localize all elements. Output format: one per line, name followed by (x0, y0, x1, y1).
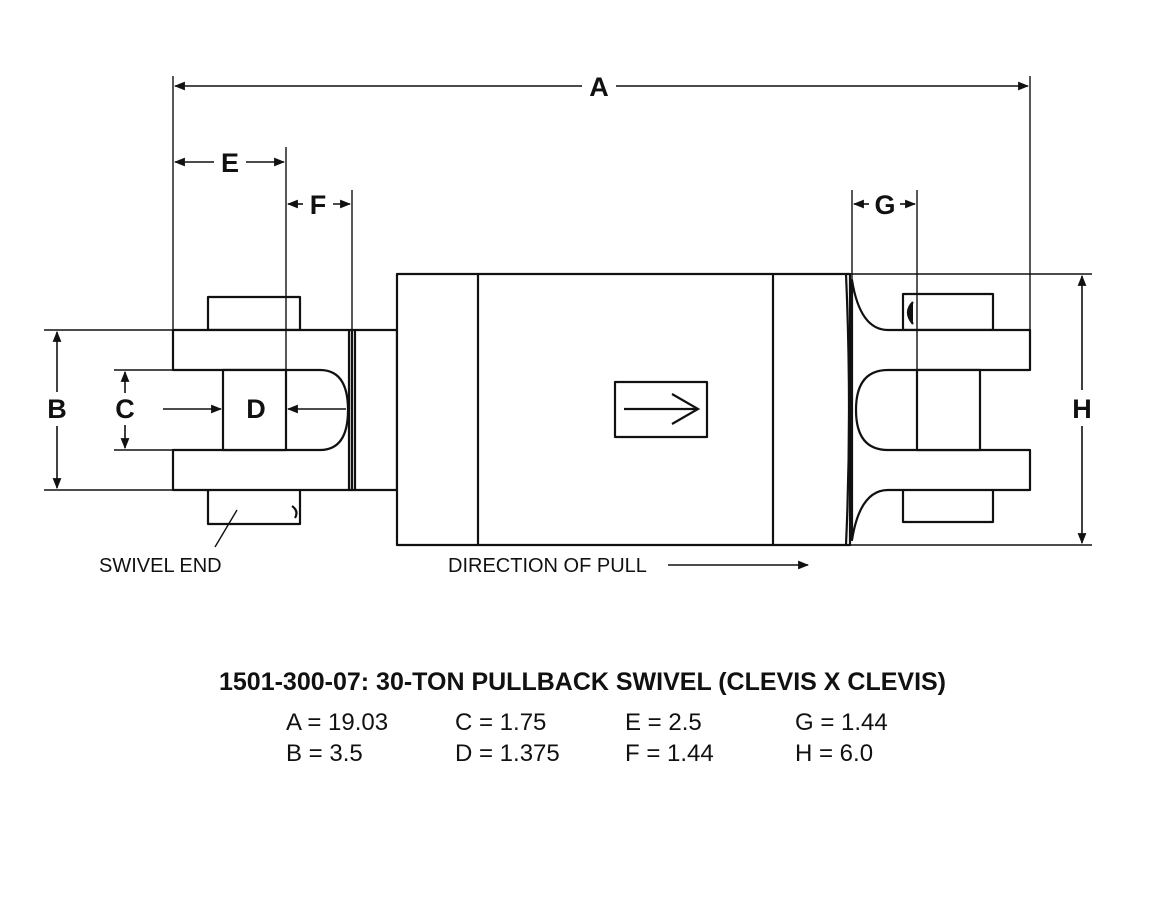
direction-of-pull-callout: DIRECTION OF PULL (448, 555, 647, 577)
spec-a: A = 19.03 (286, 709, 389, 736)
dim-label-c: C (115, 394, 135, 424)
dim-label-e: E (221, 148, 239, 178)
spec-d: D = 1.375 (455, 740, 560, 767)
dim-label-g: G (874, 190, 895, 220)
spec-g: G = 1.44 (795, 709, 888, 736)
part-title: 1501-300-07: 30-TON PULLBACK SWIVEL (CLE… (218, 668, 947, 696)
swivel-body (395, 272, 852, 547)
right-clevis (850, 278, 1032, 542)
right-pin-body (915, 368, 982, 452)
spec-c: C = 1.75 (455, 709, 547, 736)
dim-label-d: D (246, 394, 266, 424)
dim-label-f: F (310, 190, 327, 220)
swivel-neck (350, 328, 399, 492)
right-clevis-body (850, 278, 1032, 542)
spec-b: B = 3.5 (286, 740, 363, 767)
extension-lines (44, 76, 1092, 548)
swivel-end-callout: SWIVEL END (99, 555, 222, 577)
spec-f: F = 1.44 (625, 740, 714, 767)
left-pin-body (221, 368, 288, 452)
left-clevis (171, 295, 399, 526)
right-pin-bottom (901, 486, 995, 524)
right-pin-top (901, 292, 995, 332)
spec-h: H = 6.0 (795, 740, 874, 767)
dim-label-b: B (47, 394, 67, 424)
dim-label-a: A (589, 72, 609, 102)
dim-label-h: H (1072, 394, 1092, 424)
spec-e: E = 2.5 (625, 709, 702, 736)
left-pin-bottom (206, 486, 302, 526)
